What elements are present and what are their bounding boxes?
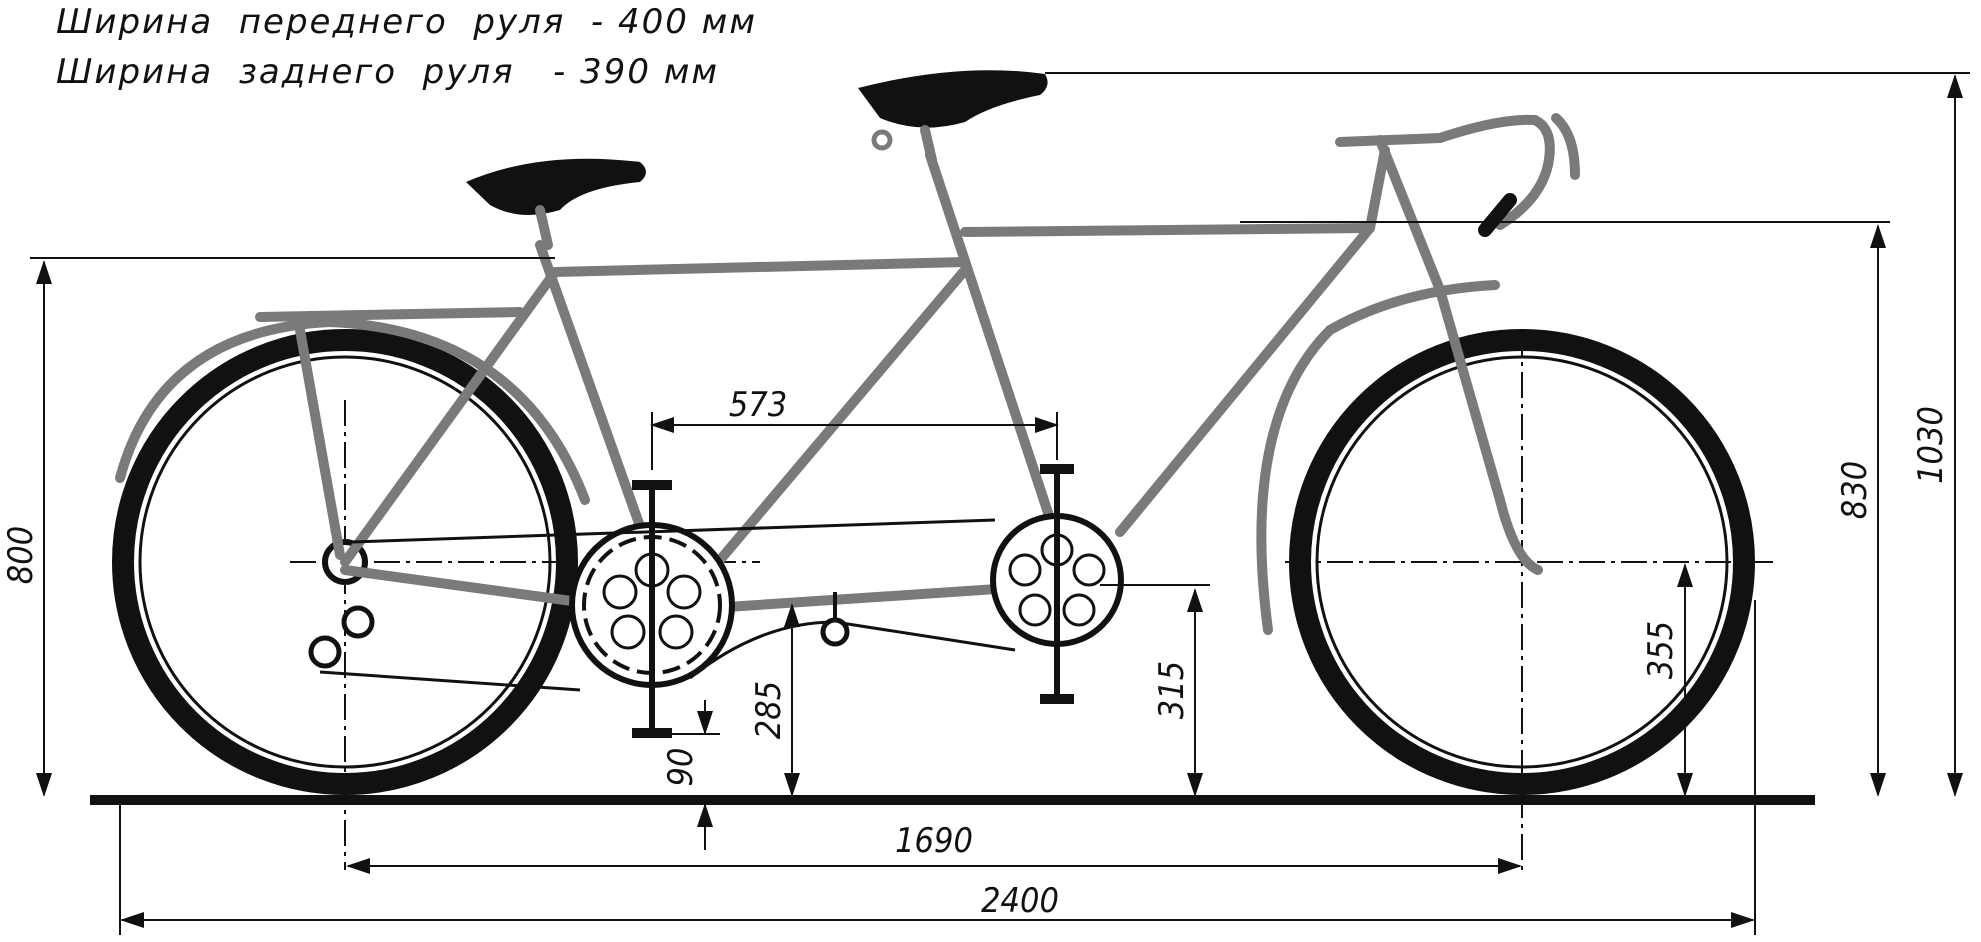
- front-wheel: [1289, 329, 1755, 795]
- bicycle-frame: [340, 135, 1543, 617]
- dim-overall-height: 1030: [1911, 406, 1951, 484]
- chain-tensioner: [308, 592, 850, 669]
- dimension-lines: [30, 72, 1970, 935]
- dim-pedal-clearance: 90: [661, 748, 701, 787]
- front-fender: [1256, 280, 1500, 635]
- dim-front-top-tube-height: 830: [1835, 461, 1875, 519]
- rear-fender: [115, 317, 590, 505]
- dim-crank-spacing: 573: [729, 385, 787, 425]
- dim-wheelbase: 1690: [895, 821, 973, 861]
- rear-rack: [255, 307, 525, 560]
- handlebars: [1335, 113, 1580, 237]
- rear-chainring: [569, 480, 735, 738]
- dim-front-bb-height: 315: [1152, 661, 1192, 719]
- dim-overall-length: 2400: [981, 881, 1059, 921]
- dim-rear-saddle-height: 800: [1, 526, 41, 584]
- front-saddle: [858, 70, 1048, 128]
- dim-rear-bb-height: 285: [749, 681, 789, 739]
- dim-front-axle-height: 355: [1641, 621, 1681, 679]
- front-handlebar-width-note: Ширина переднего руля - 400 мм: [56, 2, 757, 42]
- rear-saddle: [466, 158, 646, 215]
- rear-handlebar-width-note: Ширина заднего руля - 390 мм: [56, 52, 720, 92]
- front-chainring: [990, 464, 1124, 704]
